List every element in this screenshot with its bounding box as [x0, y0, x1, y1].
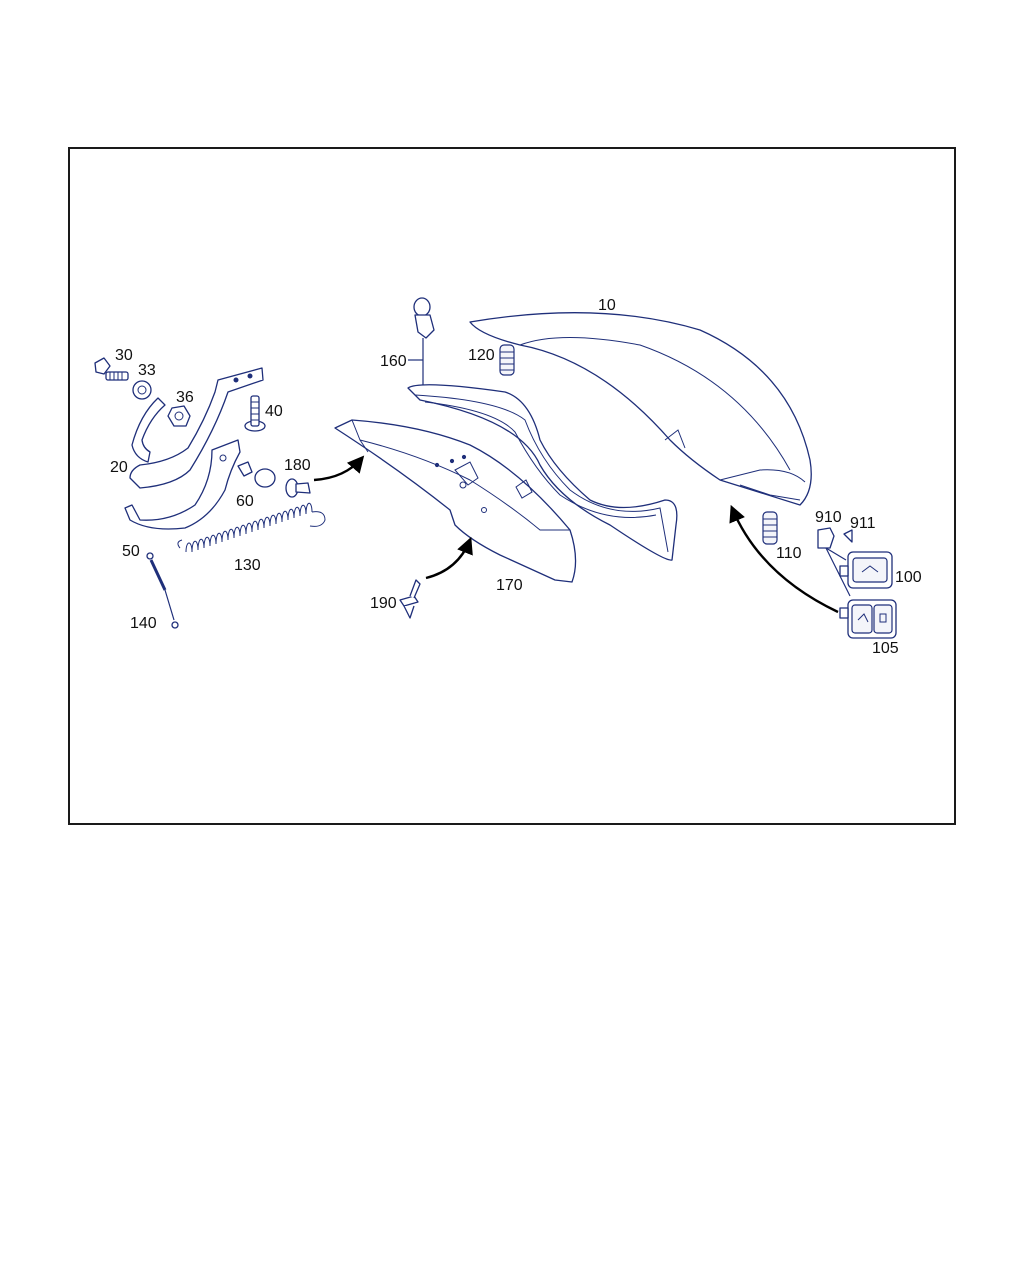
spring-part-130 — [177, 502, 326, 553]
trunk-seal-part-160 — [407, 384, 678, 561]
callout-910: 910 — [815, 509, 842, 526]
callout-10: 10 — [598, 297, 616, 314]
hinge-cover-part-50 — [124, 439, 241, 530]
connector-part-911 — [843, 529, 853, 543]
callout-110: 110 — [776, 545, 802, 562]
connector-part-910 — [817, 527, 835, 549]
callout-180: 180 — [284, 457, 311, 474]
push-clip-part-180 — [285, 478, 311, 498]
callout-36: 36 — [176, 389, 194, 406]
callout-170: 170 — [496, 577, 523, 594]
callout-60: 60 — [236, 493, 254, 510]
hinge-part-20 — [129, 367, 264, 489]
bump-stop-part-120 — [499, 344, 515, 376]
callout-160: 160 — [380, 353, 407, 370]
callout-130: 130 — [234, 557, 261, 574]
callout-120: 120 — [468, 347, 495, 364]
screw-part-60 — [237, 461, 276, 488]
callout-20: 20 — [110, 459, 128, 476]
trunk-lid-part-10 — [469, 312, 812, 506]
nut-part-33 — [132, 380, 152, 400]
gas-strut-part-140 — [146, 552, 179, 629]
switch-part-105 — [839, 599, 897, 639]
switch-part-100 — [839, 551, 893, 589]
callout-911: 911 — [850, 515, 876, 532]
diagram-frame — [68, 147, 956, 825]
assembly-arrow-190 — [425, 536, 473, 580]
callout-100: 100 — [895, 569, 922, 586]
callout-140: 140 — [130, 615, 157, 632]
clip-nut-part-36 — [167, 405, 191, 427]
callout-190: 190 — [370, 595, 397, 612]
inner-trim-panel-part-170 — [334, 419, 577, 583]
callout-105: 105 — [872, 640, 899, 657]
callout-33: 33 — [138, 362, 156, 379]
callout-50: 50 — [122, 543, 140, 560]
assembly-arrow-180 — [313, 455, 365, 482]
screw-part-40 — [244, 395, 266, 432]
callout-40: 40 — [265, 403, 283, 420]
bump-stop-part-110 — [762, 511, 778, 545]
bolt-part-30 — [94, 357, 129, 381]
callout-30: 30 — [115, 347, 133, 364]
clip-part-160 — [408, 297, 435, 385]
assembly-arrow-switch — [729, 504, 839, 614]
push-pin-part-190 — [399, 579, 421, 619]
